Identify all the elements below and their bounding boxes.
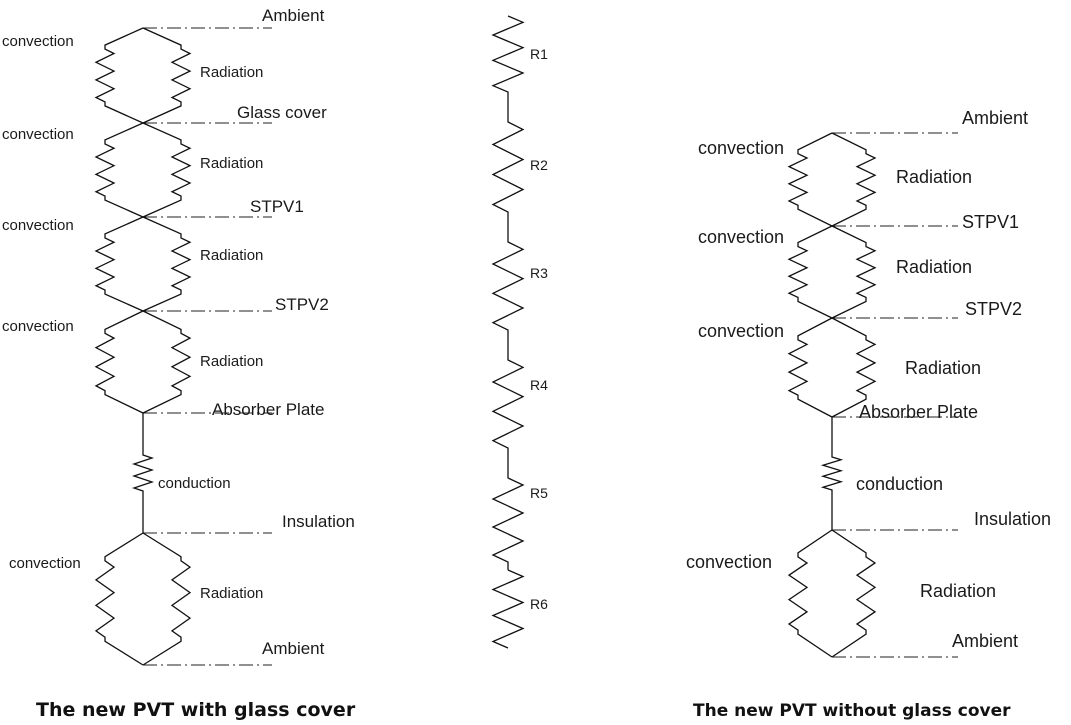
series-resistor-5 <box>491 456 525 570</box>
left-branch-1-radiation-resistor <box>142 122 192 218</box>
convection-label-1: convection <box>698 227 784 247</box>
left-branch-1-convection-resistor <box>94 122 144 218</box>
right-branch-3-radiation-resistor <box>831 529 877 658</box>
layer-label-5: Ambient <box>952 631 1018 651</box>
left-branch-0-radiation-resistor <box>142 27 192 124</box>
resistor-label-3: R3 <box>530 265 548 281</box>
radiation-label-0: Radiation <box>896 167 972 187</box>
radiation-label-4: Radiation <box>200 585 263 602</box>
right-branch-1-radiation-resistor <box>831 225 877 319</box>
layer-label-6: Ambient <box>262 639 325 658</box>
layer-label-3: Absorber Plate <box>859 402 978 422</box>
series-resistor-2 <box>491 100 525 220</box>
right-branch-2-convection-resistor <box>787 317 833 418</box>
resistor-label-2: R2 <box>530 157 548 173</box>
layer-label-1: STPV1 <box>962 212 1019 232</box>
convection-label-4: convection <box>9 555 81 572</box>
radiation-label-2: Radiation <box>905 358 981 378</box>
convection-label-0: convection <box>698 138 784 158</box>
resistor-label-6: R6 <box>530 596 548 612</box>
right-branch-0-convection-resistor <box>787 132 833 227</box>
left-branch-4-radiation-resistor <box>142 532 192 666</box>
right-branch-0-radiation-resistor <box>831 132 877 227</box>
convection-label-2: convection <box>2 217 74 234</box>
left-branch-2-convection-resistor <box>94 216 144 312</box>
radiation-label-1: Radiation <box>200 155 263 172</box>
right-branch-3-convection-resistor <box>787 529 833 658</box>
left-caption: The new PVT with glass cover <box>36 699 356 721</box>
convection-label-1: convection <box>2 126 74 143</box>
layer-label-0: Ambient <box>262 6 325 25</box>
left-conduction-resistor <box>131 413 155 533</box>
layer-label-2: STPV1 <box>250 197 304 216</box>
layer-label-4: Absorber Plate <box>212 400 324 419</box>
resistor-label-4: R4 <box>530 377 548 393</box>
left-branch-3-convection-resistor <box>94 310 144 414</box>
right-branch-2-radiation-resistor <box>831 317 877 418</box>
layer-label-0: Ambient <box>962 108 1028 128</box>
radiation-label-0: Radiation <box>200 64 263 81</box>
convection-label-3: convection <box>686 552 772 572</box>
layer-label-5: Insulation <box>282 512 355 531</box>
series-resistor-6 <box>491 569 525 649</box>
convection-label-3: convection <box>2 318 74 335</box>
series-resistor-4 <box>491 338 525 456</box>
radiation-label-3: Radiation <box>920 581 996 601</box>
layer-label-2: STPV2 <box>965 299 1022 319</box>
conduction-label: conduction <box>158 475 231 492</box>
layer-label-4: Insulation <box>974 509 1051 529</box>
layer-label-3: STPV2 <box>275 295 329 314</box>
right-conduction-resistor <box>820 417 844 530</box>
series-resistor-1 <box>491 15 525 100</box>
left-branch-2-radiation-resistor <box>142 216 192 312</box>
layer-label-1: Glass cover <box>237 103 327 122</box>
conduction-label: conduction <box>856 474 943 494</box>
convection-label-2: convection <box>698 321 784 341</box>
resistor-label-5: R5 <box>530 485 548 501</box>
series-resistor-3 <box>491 220 525 338</box>
convection-label-0: convection <box>2 33 74 50</box>
right-branch-1-convection-resistor <box>787 225 833 319</box>
resistor-label-1: R1 <box>530 46 548 62</box>
right-caption: The new PVT without glass cover <box>693 701 1011 721</box>
left-branch-3-radiation-resistor <box>142 310 192 414</box>
radiation-label-3: Radiation <box>200 353 263 370</box>
left-branch-4-convection-resistor <box>94 532 144 666</box>
radiation-label-2: Radiation <box>200 247 263 264</box>
radiation-label-1: Radiation <box>896 257 972 277</box>
left-branch-0-convection-resistor <box>94 27 144 124</box>
